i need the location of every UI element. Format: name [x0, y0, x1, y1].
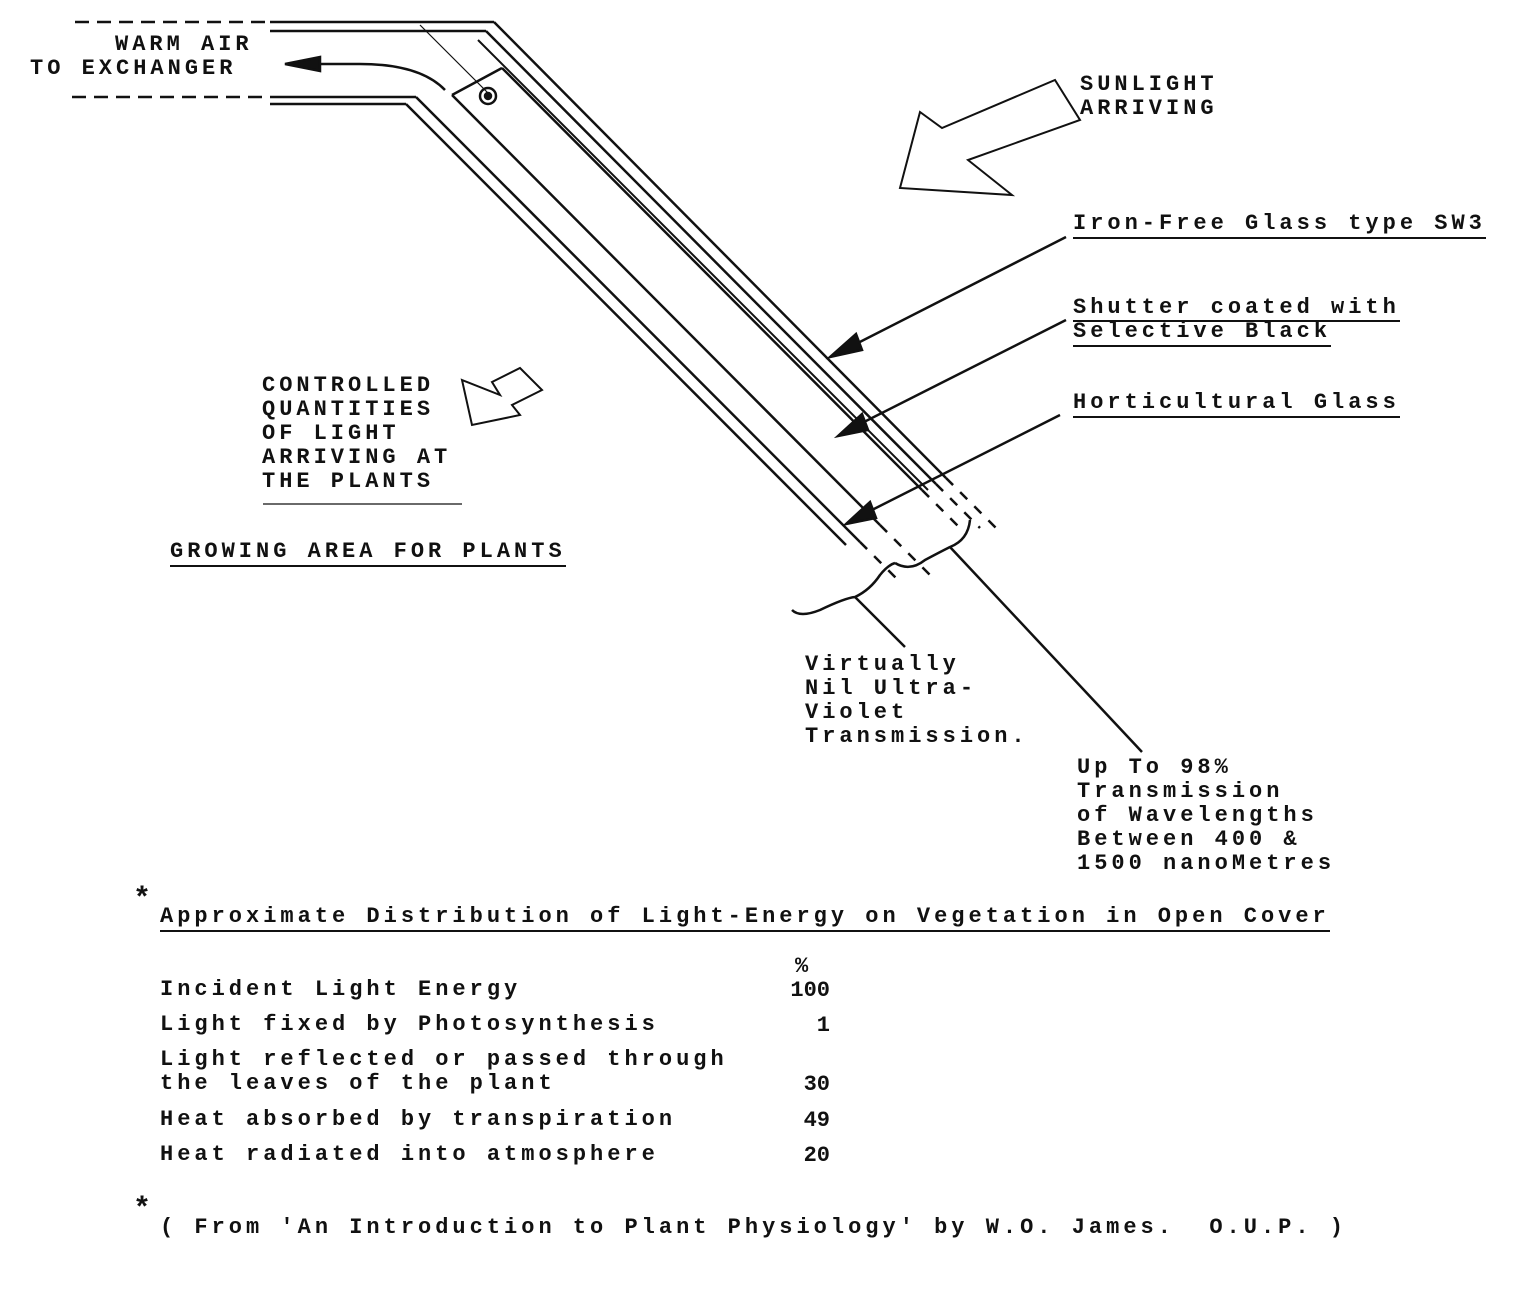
table-row-value: 30 [803, 1072, 830, 1097]
table-row-label: Light fixed by Photosynthesis [160, 1012, 659, 1037]
table-row-label: Incident Light Energy [160, 977, 522, 1002]
transmission-label-3: of Wavelengths [1077, 803, 1318, 828]
controlled-label-5: THE PLANTS [262, 469, 435, 494]
asterisk-title: * [133, 883, 156, 917]
leader-iron-free-glass [825, 235, 1067, 360]
controlled-light-arrow-icon [460, 366, 544, 427]
table-row-value: 20 [803, 1143, 830, 1168]
uv-label-1: Virtually [805, 652, 960, 677]
table-row-value: 100 [790, 978, 830, 1003]
uv-label-2: Nil Ultra- [805, 676, 978, 701]
transmission-label-4: Between 400 & [1077, 827, 1301, 852]
sunlight-label-2: ARRIVING [1080, 96, 1218, 121]
table-unit: % [795, 954, 813, 979]
sunlight-label-1: SUNLIGHT [1080, 72, 1218, 97]
transmission-label-5: 1500 nanoMetres [1077, 851, 1336, 876]
brace-uv [791, 561, 906, 648]
sunlight-arrow-icon [898, 78, 1082, 197]
warm-air-label-2: TO EXCHANGER [30, 56, 237, 81]
table-row-label: Heat radiated into atmosphere [160, 1142, 659, 1167]
controlled-label-2: QUANTITIES [262, 397, 435, 422]
footnote: ( From 'An Introduction to Plant Physiol… [160, 1215, 1347, 1240]
transmission-label-1: Up To 98% [1077, 755, 1232, 780]
shutter-label-1: Shutter coated with [1073, 295, 1400, 322]
warm-air-arrow [284, 55, 446, 91]
leader-shutter [833, 318, 1067, 439]
table-row-label: Heat absorbed by transpiration [160, 1107, 677, 1132]
transmission-label-2: Transmission [1077, 779, 1284, 804]
controlled-label-1: CONTROLLED [262, 373, 435, 398]
iron-free-glass-label: Iron-Free Glass type SW3 [1073, 212, 1486, 239]
table-row-value: 49 [803, 1108, 830, 1133]
horticultural-glass-label: Horticultural Glass [1073, 391, 1400, 418]
table-row-label: Light reflected or passed through the le… [160, 1047, 728, 1096]
shutter-label-2: Selective Black [1073, 320, 1332, 347]
lower-duct-wall [72, 95, 861, 546]
uv-label-4: Transmission. [805, 724, 1029, 749]
table-row-value: 1 [816, 1013, 830, 1038]
upper-duct-wall [75, 20, 947, 491]
controlled-label-3: OF LIGHT [262, 421, 400, 446]
controlled-label-4: ARRIVING AT [262, 445, 452, 470]
dashed-continuations [859, 477, 999, 583]
warm-air-label-1: WARM AIR [115, 32, 253, 57]
leader-horticultural-glass [841, 413, 1061, 527]
brace-transmission [894, 519, 1143, 753]
shutter-panel [451, 66, 923, 526]
uv-label-3: Violet [805, 700, 909, 725]
asterisk-footnote: * [133, 1193, 156, 1227]
table-title: Approximate Distribution of Light-Energy… [160, 905, 1330, 932]
growing-area-label: GROWING AREA FOR PLANTS [170, 540, 566, 567]
